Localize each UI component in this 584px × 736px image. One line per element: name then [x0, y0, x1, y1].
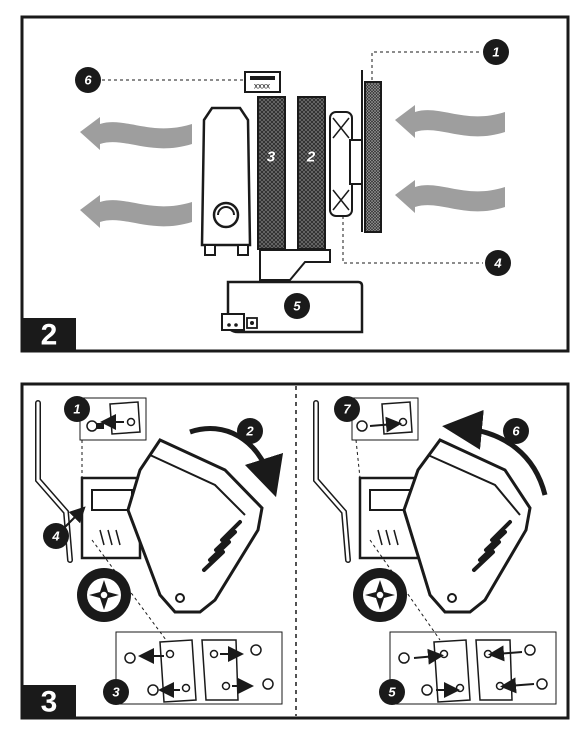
panel-step-3: 1 2 3 4 5 6 7 3 [20, 382, 570, 720]
step-number-2: 2 [22, 318, 76, 352]
filter-1 [364, 81, 382, 233]
callout-b5: 5 [379, 679, 405, 705]
callout-b6: 6 [503, 418, 529, 444]
svg-text:1: 1 [492, 45, 499, 60]
rotate-arrow-ccw [442, 409, 548, 496]
screw-inset-top-left [79, 397, 147, 441]
left-sequence [35, 397, 284, 705]
svg-text:3: 3 [41, 686, 58, 719]
svg-text:4: 4 [51, 529, 60, 544]
panel-2-frame [20, 15, 570, 353]
filter-frame-4 [329, 111, 363, 217]
right-sequence [313, 397, 557, 705]
svg-text:6: 6 [84, 73, 92, 88]
filter-3 [257, 96, 286, 250]
base-unit [221, 249, 364, 334]
callout-1: 1 [483, 39, 509, 65]
svg-text:1: 1 [73, 402, 80, 417]
airflow-arrows-out [80, 117, 192, 228]
callout-4: 4 [485, 250, 511, 276]
airflow-arrow-out-2 [80, 195, 192, 228]
screw-inset-bottom-right [389, 631, 557, 705]
airflow-arrow-in-1 [395, 105, 505, 138]
callout-b4: 4 [43, 523, 69, 549]
pointer-arrow-4 [63, 506, 86, 529]
svg-text:3: 3 [267, 149, 276, 166]
svg-text:6: 6 [512, 424, 520, 439]
callout-b1: 1 [64, 396, 90, 422]
step-number-3: 3 [22, 685, 76, 719]
screw-inset-top-right [351, 397, 419, 441]
callout-5: 5 [284, 293, 310, 319]
screw-inset-bottom-left [115, 631, 283, 705]
svg-text:2: 2 [245, 424, 254, 439]
svg-text:2: 2 [41, 319, 58, 352]
airflow-arrow-out-1 [80, 117, 192, 150]
label-code: xxxx [254, 82, 270, 91]
airflow-arrow-in-2 [395, 180, 505, 213]
svg-text:5: 5 [293, 299, 301, 314]
svg-text:3: 3 [112, 685, 120, 700]
leader-lines-top [102, 51, 483, 264]
panel-step-2: xxxx 1 [20, 15, 570, 353]
water-tank [200, 106, 252, 256]
callout-2: 2 [306, 149, 316, 166]
callout-6: 6 [75, 67, 101, 93]
callout-b7: 7 [334, 396, 360, 422]
svg-text:4: 4 [493, 256, 502, 271]
svg-text:7: 7 [343, 402, 351, 417]
rating-label: xxxx [244, 71, 281, 93]
callout-b3: 3 [103, 679, 129, 705]
svg-text:5: 5 [388, 685, 396, 700]
panel-3-frame [20, 382, 570, 720]
airflow-arrows-in [395, 105, 505, 213]
callout-3: 3 [267, 149, 276, 166]
callout-b2: 2 [237, 418, 263, 444]
filter-2 [297, 96, 326, 250]
svg-text:2: 2 [306, 149, 316, 166]
